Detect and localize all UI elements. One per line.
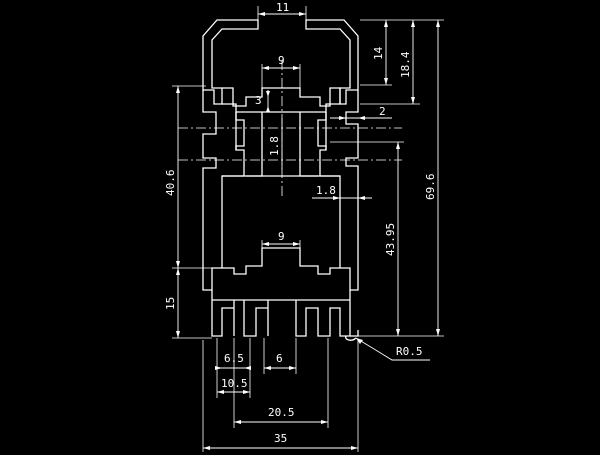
dimension-lines [176,12,440,450]
profile-outline [202,19,359,341]
label-1-8-h: 1.8 [316,184,336,197]
label-10-5: 10.5 [221,377,248,390]
bottom-fins [211,290,351,337]
dimension-labels: 11 9 3 2 1.8 9 6.5 6 10.5 20.5 35 R0.5 1… [164,1,437,445]
label-9-mid: 9 [278,230,285,243]
label-15: 15 [164,297,177,310]
label-1-8-v: 1.8 [268,136,281,156]
upper-web [222,87,341,113]
label-40-6: 40.6 [164,170,177,197]
label-6-5: 6.5 [224,352,244,365]
lower-channel [222,247,340,275]
label-69-6: 69.6 [424,174,437,201]
label-6: 6 [276,352,283,365]
top-hook-right [305,19,359,105]
label-11: 11 [276,1,289,14]
bottom-hook [345,330,359,341]
label-43-95: 43.95 [384,223,397,256]
label-20-5: 20.5 [268,406,295,419]
label-radius: R0.5 [396,345,423,358]
left-wall [202,90,245,291]
extension-lines [172,6,444,452]
mid-chamber [222,112,340,177]
label-9-top: 9 [278,54,285,67]
radius-leader [355,337,430,361]
top-hook [202,19,259,105]
label-14: 14 [372,46,385,60]
label-35: 35 [274,432,287,445]
label-18-4: 18.4 [399,51,412,78]
label-3: 3 [255,94,262,107]
label-2: 2 [379,105,386,118]
right-wall [319,90,359,291]
